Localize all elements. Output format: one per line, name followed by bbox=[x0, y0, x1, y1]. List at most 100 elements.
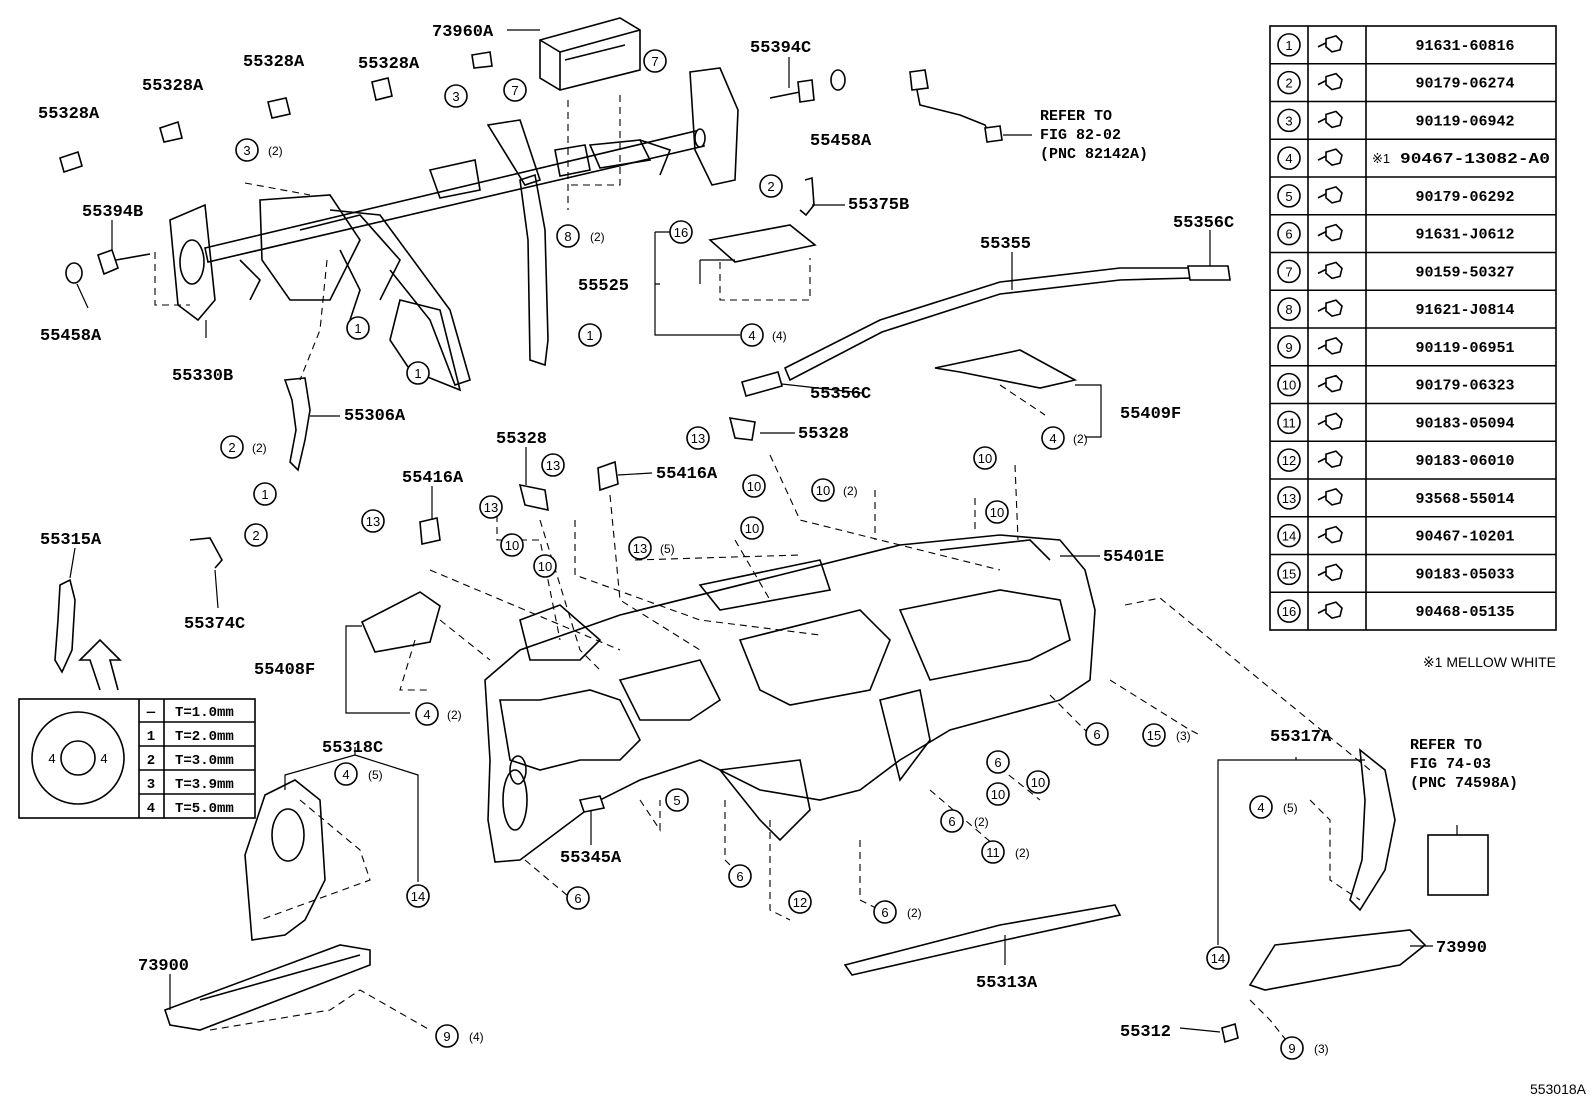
glovebox-73990-drawing bbox=[1248, 929, 1427, 991]
svg-text:15: 15 bbox=[1147, 728, 1161, 743]
table-part-number: 90467-10201 bbox=[1415, 529, 1514, 546]
callout: 13 bbox=[541, 453, 565, 477]
fastener-icon bbox=[1317, 110, 1343, 129]
label-55312: 55312 bbox=[1120, 1023, 1171, 1042]
table-part-number: 90119-06951 bbox=[1415, 340, 1514, 357]
label-55394b: 55394B bbox=[82, 203, 143, 222]
svg-text:13: 13 bbox=[484, 500, 498, 515]
table-part-number: 90159-50327 bbox=[1415, 264, 1514, 281]
callouts: 3(2) 3 7 7 8(2) 1 1 1 2 16 4(4) 2(2) 1 2… bbox=[220, 49, 1329, 1060]
svg-text:(2): (2) bbox=[1073, 432, 1088, 446]
svg-text:6: 6 bbox=[1093, 727, 1100, 742]
bracket-55315a-drawing bbox=[54, 578, 76, 674]
callout: 4(2) bbox=[1041, 426, 1088, 450]
table-row-number: 13 bbox=[1282, 491, 1296, 506]
side-panel-55317a-drawing bbox=[1349, 748, 1396, 912]
callout: 7 bbox=[643, 49, 667, 73]
table-row-number-circle bbox=[1277, 33, 1301, 57]
callout: 10 (2) bbox=[811, 478, 858, 502]
table-part-number: 93568-55014 bbox=[1415, 491, 1514, 508]
callout: 2(2) bbox=[220, 435, 267, 459]
refer-note-2: REFER TO FIG 74-03 (PNC 74598A) bbox=[1410, 737, 1518, 792]
svg-text:10: 10 bbox=[990, 505, 1004, 520]
table-row-number: 14 bbox=[1282, 529, 1296, 544]
table-part-number: 90119-06942 bbox=[1415, 113, 1514, 130]
panel-55408f-drawing bbox=[360, 591, 441, 653]
callout: 1 bbox=[578, 323, 602, 347]
svg-text:(2): (2) bbox=[268, 144, 283, 158]
table-part-number: 90183-05094 bbox=[1415, 415, 1514, 432]
svg-text:6: 6 bbox=[994, 755, 1001, 770]
fastener-icon bbox=[1317, 412, 1343, 431]
vent-drawing bbox=[271, 808, 305, 862]
table-row-number: 4 bbox=[1285, 151, 1292, 166]
label-55328a: 55328A bbox=[38, 105, 100, 124]
svg-text:7: 7 bbox=[651, 54, 658, 69]
table-row-number-circle bbox=[1277, 221, 1301, 246]
fastener-icon bbox=[1317, 601, 1343, 619]
table-row-number-circle bbox=[1277, 372, 1301, 397]
callout: 1 bbox=[406, 361, 430, 385]
callout: 13 bbox=[479, 495, 503, 519]
dashed-lines bbox=[154, 95, 1371, 1046]
fastener-icon bbox=[1317, 525, 1343, 544]
svg-text:10: 10 bbox=[505, 538, 519, 553]
fastener-icon bbox=[1317, 185, 1343, 204]
callout: 10 bbox=[986, 782, 1010, 806]
svg-text:T=5.0mm: T=5.0mm bbox=[175, 801, 234, 817]
airbag-module-drawing bbox=[539, 17, 641, 91]
table-row-number-circle bbox=[1277, 146, 1301, 170]
svg-text:3: 3 bbox=[147, 777, 155, 793]
table-row-number-circle bbox=[1277, 561, 1301, 586]
svg-text:10: 10 bbox=[1031, 775, 1045, 790]
label-55416a: 55416A bbox=[656, 465, 718, 484]
steering-support-beam-drawing bbox=[169, 67, 739, 392]
bracket-55345a-drawing bbox=[578, 795, 606, 813]
callout: 4(2) bbox=[415, 702, 462, 726]
fastener-icon bbox=[1317, 336, 1343, 355]
bolt-55394c-drawing bbox=[769, 69, 846, 103]
label-73990: 73990 bbox=[1436, 939, 1487, 958]
svg-text:13: 13 bbox=[633, 541, 647, 556]
svg-text:(3): (3) bbox=[1176, 729, 1191, 743]
callout: 9(3) bbox=[1280, 1036, 1329, 1060]
svg-text:(2): (2) bbox=[252, 441, 267, 455]
table-row-number: 3 bbox=[1285, 113, 1292, 128]
svg-text:(2): (2) bbox=[843, 484, 858, 498]
table-row-number: 5 bbox=[1285, 189, 1292, 204]
svg-text:T=2.0mm: T=2.0mm bbox=[175, 729, 234, 745]
callout: 4(4) bbox=[740, 323, 787, 347]
table-row-number: 11 bbox=[1282, 415, 1296, 430]
table-row-number: 2 bbox=[1285, 76, 1292, 91]
svg-text:REFER TO: REFER TO bbox=[1040, 108, 1112, 125]
label-55317a: 55317A bbox=[1270, 728, 1332, 747]
svg-text:10: 10 bbox=[978, 451, 992, 466]
callout: 10 bbox=[500, 533, 524, 557]
callout: 13 bbox=[686, 426, 710, 450]
svg-text:—: — bbox=[146, 705, 156, 721]
svg-text:(PNC 74598A): (PNC 74598A) bbox=[1410, 775, 1518, 792]
svg-text:10: 10 bbox=[816, 483, 830, 498]
label-55356c: 55356C bbox=[1173, 214, 1234, 233]
connector-drawing-2 bbox=[984, 125, 1003, 143]
svg-text:16: 16 bbox=[674, 225, 688, 240]
fastener-icon bbox=[1317, 261, 1343, 280]
svg-text:9: 9 bbox=[443, 1029, 450, 1044]
fastener-icon bbox=[1317, 299, 1343, 317]
label-55328a: 55328A bbox=[358, 55, 420, 74]
table-part-number: 90468-05135 bbox=[1415, 604, 1514, 621]
clip-55328a-drawing-1 bbox=[59, 150, 83, 174]
svg-text:12: 12 bbox=[793, 895, 807, 910]
callout: 6(2) bbox=[940, 809, 989, 833]
clip-55328a-drawing-3 bbox=[267, 97, 291, 119]
label-55374c: 55374C bbox=[184, 615, 245, 634]
callout: 6 bbox=[1085, 722, 1109, 746]
table-row-number-circle bbox=[1277, 410, 1301, 435]
callout: 6 bbox=[566, 886, 590, 910]
table-row-number-circle bbox=[1277, 184, 1301, 208]
svg-text:11: 11 bbox=[986, 845, 1000, 860]
svg-text:3: 3 bbox=[243, 143, 250, 158]
svg-text:14: 14 bbox=[411, 889, 425, 904]
